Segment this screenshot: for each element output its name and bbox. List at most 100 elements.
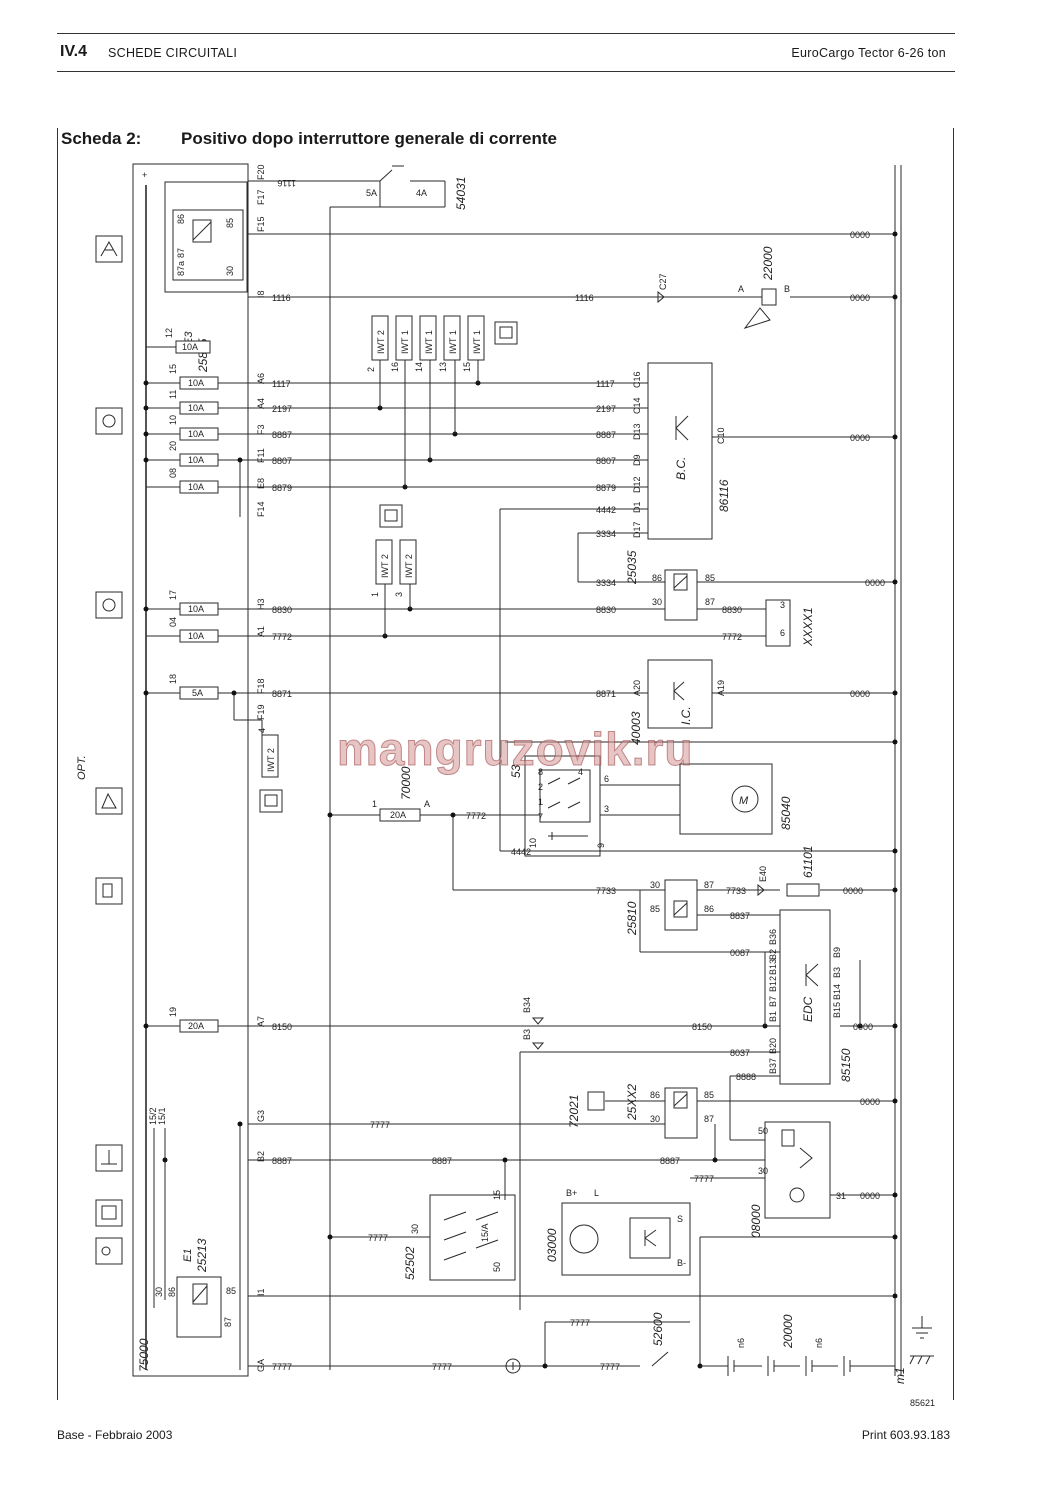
ignition-contacts <box>443 1211 499 1261</box>
main-box-code: 75000 <box>137 1338 151 1372</box>
iwt-label: IWT 1 <box>472 330 482 354</box>
fuse-rating: 10A <box>188 482 204 492</box>
junction-dot <box>237 1121 243 1127</box>
frame-right <box>953 128 954 1400</box>
switch-54031-pin: 4A <box>416 188 427 198</box>
comp-08000-contact <box>799 1147 813 1169</box>
connector-pin: F17 <box>256 189 266 205</box>
wire-label: 0000 <box>850 689 870 699</box>
wire-label: 1117 <box>272 379 291 389</box>
ground-icon <box>912 1316 932 1339</box>
wire-label: 7777 <box>570 1318 590 1328</box>
battery-20000: n6 n6 20000 <box>700 1314 895 1376</box>
relay-25213-pin: 87 <box>223 1317 233 1327</box>
wire-label: 8837 <box>730 911 750 921</box>
ic-body <box>647 659 713 729</box>
fuse-70000-body <box>379 808 421 822</box>
fuse-70000-num: 1 <box>372 799 377 809</box>
edc-body <box>779 909 831 1085</box>
wire-label: 4442 <box>596 505 616 515</box>
sensor-b3-icon <box>531 1042 545 1050</box>
alternator-pin: B- <box>677 1258 686 1268</box>
junction-dot <box>143 457 149 463</box>
wire-label: 0087 <box>730 948 750 958</box>
key-icon-glyph <box>101 1246 111 1256</box>
junction-dot <box>502 1157 508 1163</box>
edc-pin: B1 <box>768 1011 778 1022</box>
alternator-regulator <box>629 1217 671 1259</box>
iwt-pin: 15 <box>462 362 472 372</box>
comp-08000-coil <box>781 1129 795 1147</box>
wire-label: 0000 <box>850 433 870 443</box>
junction-dot <box>450 812 456 818</box>
relay-25035-pin: 86 <box>652 573 662 583</box>
ic-code: 40003 <box>629 711 643 745</box>
relay-25xx2-pin: 86 <box>650 1090 660 1100</box>
edc-pin: B14 <box>832 984 842 1000</box>
edc-code: 85150 <box>839 1048 853 1082</box>
component-72021: 72021 <box>567 1091 605 1128</box>
wire-label: 7777 <box>272 1362 292 1372</box>
section-title: SCHEDE CIRCUITALI <box>108 46 238 60</box>
comp-22000-pin: A <box>738 284 744 294</box>
relay-25805-pin: 86 <box>176 214 186 224</box>
junction-dot <box>892 1023 898 1029</box>
comp-22000-body <box>761 288 777 306</box>
bc-pin: D13 <box>632 423 642 440</box>
relay-25xx2-coil-diag <box>673 1093 688 1107</box>
iwt-connector <box>395 315 413 361</box>
edc-pin: B12 <box>768 976 778 992</box>
xxxx1-pin: 3 <box>780 600 785 610</box>
junction-dot <box>143 431 149 437</box>
wire-label: 8871 <box>596 689 616 699</box>
relay-25xx2: 86 85 30 87 25XX2 <box>625 1084 714 1139</box>
iwt-label: IWT 2 <box>376 330 386 354</box>
wire-label: 3334 <box>596 529 616 539</box>
wire-label: 8830 <box>722 605 742 615</box>
wire-label: 8887 <box>272 1156 292 1166</box>
sensor-e40-icon <box>757 883 765 897</box>
fuse-70000-code: 70000 <box>399 766 413 800</box>
footer-edition: Base - Febbraio 2003 <box>57 1428 173 1442</box>
main-switch-code: 52600 <box>651 1312 665 1346</box>
iwt-pin: 13 <box>438 362 448 372</box>
bc-pin: D1 <box>632 501 642 513</box>
switch-53-pin: 3 <box>604 804 609 814</box>
ignition-pin: 30 <box>410 1224 420 1234</box>
lamp-icon <box>95 591 123 619</box>
sensor-b34-icon <box>531 1017 545 1025</box>
junction-dots <box>143 231 898 1369</box>
relay-25213-pin: 85 <box>226 1286 236 1296</box>
ic-pin: A20 <box>632 680 642 696</box>
comp-08000-pin: 30 <box>758 1166 768 1176</box>
fuse-rating: 10A <box>188 403 204 413</box>
dashboard-icon-glyph <box>264 794 278 807</box>
ignition-pin: 15/A <box>480 1223 490 1242</box>
ignition-switch-52502: 30 15/A 15 50 52502 <box>403 1190 516 1281</box>
lamp-icon <box>95 407 123 435</box>
switch-54031-blade <box>379 169 393 182</box>
motor-85040-symbol: M <box>739 795 749 807</box>
battery-cell-2 <box>767 1356 775 1376</box>
wire-label: 2197 <box>596 404 616 414</box>
fuse-number: 17 <box>168 590 178 600</box>
wire-label: 8879 <box>272 483 292 493</box>
motor-85040-code: 85040 <box>779 796 793 830</box>
junction-dot <box>892 739 898 745</box>
wire-label: 8037 <box>730 1048 750 1058</box>
relay-25035-code: 25035 <box>625 550 639 585</box>
alternator-regulator-symbol <box>644 1229 657 1247</box>
header-rule-top <box>57 33 955 34</box>
bc-pin: C14 <box>632 397 642 414</box>
junction-dot <box>892 1098 898 1104</box>
connector-pin: F19 <box>256 704 266 720</box>
fuse-number: 15 <box>168 364 178 374</box>
iwt-group-2: IWT 2 IWT 2 1 3 <box>370 504 417 636</box>
junction-dot <box>143 380 149 386</box>
fuel-icon-glyph <box>102 883 113 898</box>
comp-22000-horn <box>743 307 771 329</box>
comp-08000-pin: 31 <box>836 1191 846 1201</box>
wire-label: 8887 <box>272 430 292 440</box>
junction-dot <box>143 1023 149 1029</box>
